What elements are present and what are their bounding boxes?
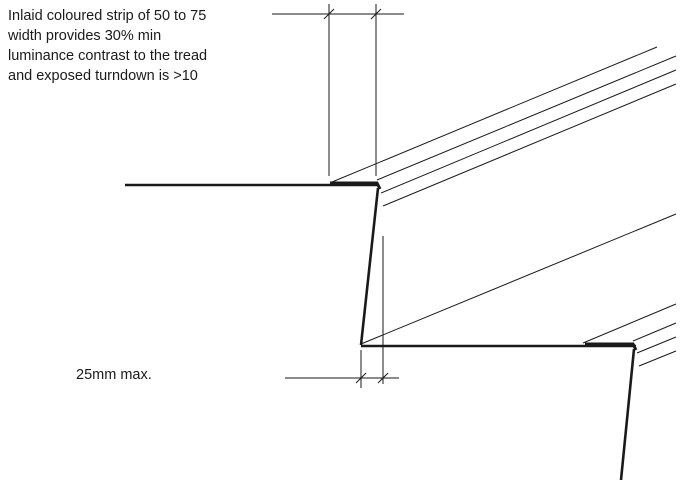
upper-nosing-strip — [330, 181, 382, 190]
lower-tread — [361, 303, 677, 480]
strip-tick-right — [370, 8, 382, 20]
max-dimension — [285, 350, 399, 388]
max-tick-left — [355, 372, 367, 384]
strip-tick-left — [323, 8, 335, 20]
riser-face — [359, 187, 380, 346]
max-dimension-label: 25mm max. — [76, 367, 152, 383]
strip-annotation-line-3: luminance contrast to the tread — [8, 48, 208, 64]
strip-width-dimension — [272, 4, 404, 176]
strip-annotation-line-4: and exposed turndown is >10 — [8, 68, 198, 84]
riser-receding-edge — [360, 213, 677, 345]
upper-tread — [125, 46, 677, 207]
riser — [359, 187, 677, 384]
lower-riser-face — [619, 348, 636, 480]
lower-nosing-strip — [585, 342, 638, 351]
strip-annotation: Inlaid coloured strip of 50 to 75 width … — [8, 6, 300, 86]
strip-annotation-line-2: width provides 30% min — [8, 28, 162, 44]
strip-annotation-line-1: Inlaid coloured strip of 50 to 75 — [8, 8, 207, 24]
max-tick-right — [377, 372, 389, 384]
